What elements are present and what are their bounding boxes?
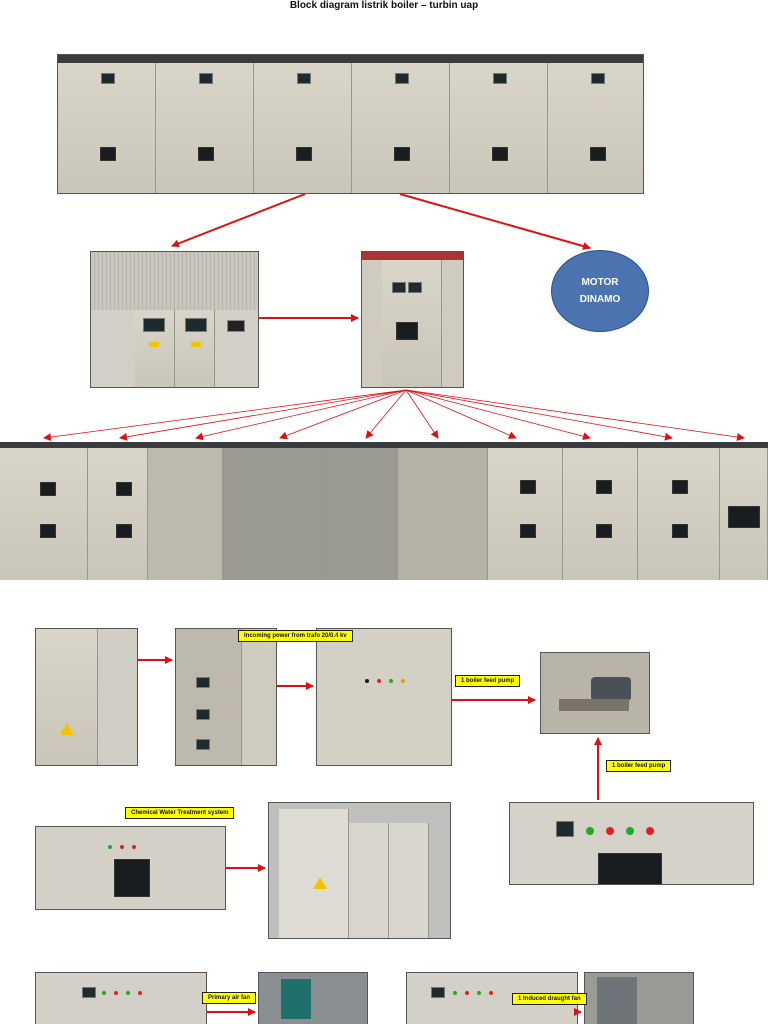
fan-arrow-4 <box>279 389 407 440</box>
motor-dinamo-node: MOTOR DINAMO <box>551 250 649 332</box>
transformer-cabinet-photo <box>90 251 259 388</box>
primary-air-fan-photo <box>258 972 368 1024</box>
fan-arrow-7 <box>405 389 517 439</box>
fan-arrow-10 <box>405 389 745 441</box>
label-incoming-power: Incoming power from trafo 20/0.4 kv <box>238 630 353 642</box>
label-boiler-feed-pump-a: 1 boiler feed pump <box>455 675 521 687</box>
distribution-panel-photo <box>316 628 452 766</box>
fan-arrow-3 <box>195 389 407 441</box>
primary-air-panel-photo <box>35 972 207 1024</box>
diagram-title: Block diagram listrik boiler – turbin ua… <box>289 0 479 11</box>
label-induced-draught-fan: 1 Induced draught fan <box>512 993 587 1005</box>
fan-arrow-1 <box>43 389 407 442</box>
motor-label-line1: MOTOR <box>581 277 619 288</box>
induced-draught-fan-photo <box>584 972 694 1024</box>
label-chemical-water-treatment: Chemical Water Treatment system <box>125 807 235 819</box>
fan-arrow-8 <box>405 389 591 441</box>
boiler-feed-pump-photo <box>540 652 650 734</box>
chemical-feeder-panel-photo <box>35 826 226 910</box>
lv-door-photo <box>35 628 138 766</box>
label-primary-air-fan: Primary air fan <box>202 992 257 1004</box>
mcc-drawers-photo <box>175 628 277 766</box>
pump-control-panel-photo <box>509 802 754 885</box>
fan-arrow-2 <box>119 389 407 441</box>
arrow-switchgear-to-motor <box>399 193 591 250</box>
fan-arrow-5 <box>365 389 407 439</box>
mcc-panels-photo <box>0 442 768 580</box>
motor-label-line2: DINAMO <box>579 294 621 305</box>
arrow-switchgear-to-transformer <box>171 193 306 248</box>
lv-incoming-panel-photo <box>361 251 464 388</box>
fan-arrow-6 <box>405 389 439 439</box>
label-boiler-feed-pump-b: 1 boiler feed pump <box>606 760 672 772</box>
mv-switchgear-photo <box>57 54 644 194</box>
chemical-water-treatment-photo <box>268 802 451 939</box>
fan-arrow-9 <box>405 389 673 441</box>
